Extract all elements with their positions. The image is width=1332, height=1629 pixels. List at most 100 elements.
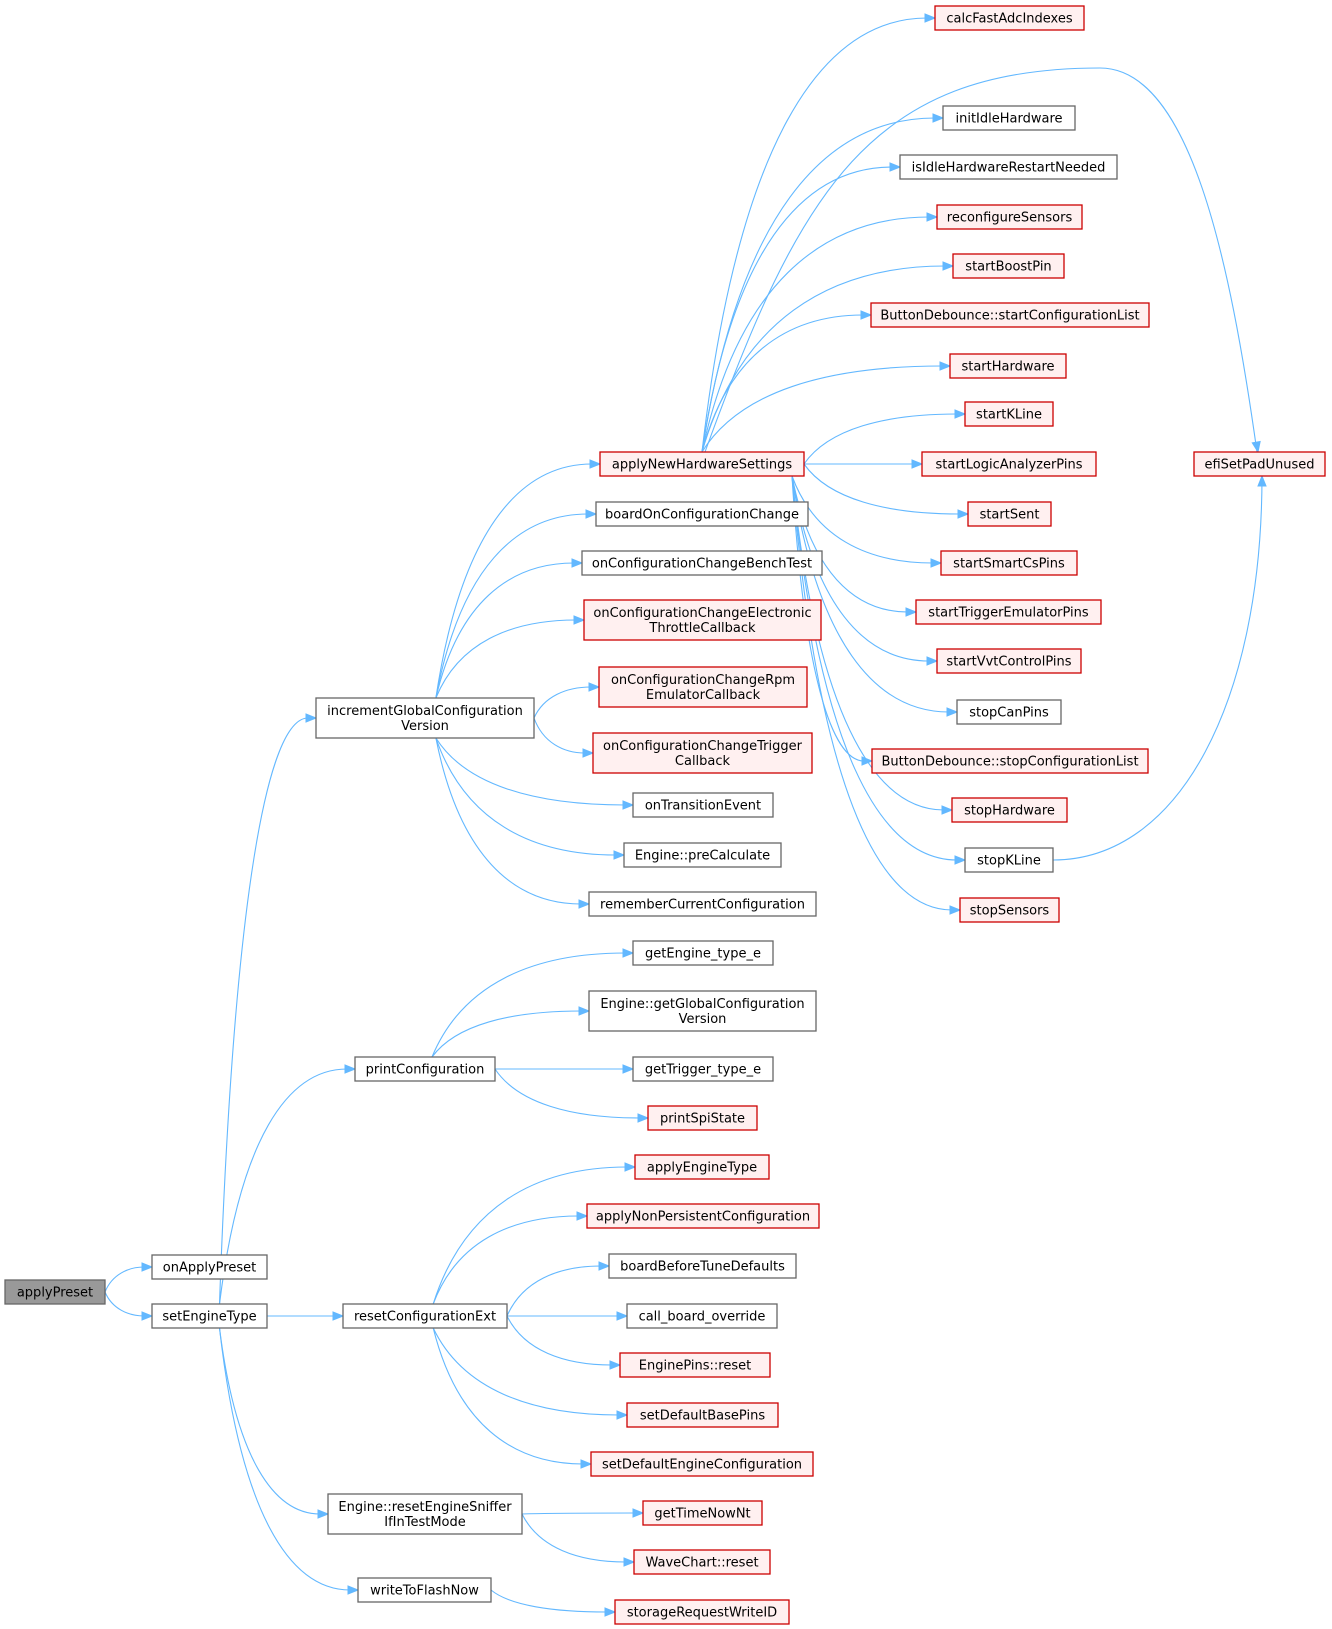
node-label: resetConfigurationExt xyxy=(354,1310,496,1325)
node-label: WaveChart::reset xyxy=(645,1556,758,1571)
node-label: startVvtControlPins xyxy=(946,655,1071,670)
node-call_board_override[interactable]: call_board_override xyxy=(626,1303,778,1329)
edge-resetEngineSnifferIfInTestMode-to-WaveChartReset xyxy=(521,1513,636,1567)
edge-stopKLine-to-efiSetPadUnused xyxy=(1052,474,1267,861)
node-stopHardware[interactable]: stopHardware xyxy=(951,797,1068,823)
node-label: storageRequestWriteID xyxy=(627,1606,777,1621)
node-applyPreset[interactable]: applyPreset xyxy=(4,1279,106,1305)
call-graph-nodes: applyPreset onApplyPreset setEngineType inc… xyxy=(4,5,1326,1625)
edge-resetConfigurationExt-to-call_board_override xyxy=(507,1311,629,1321)
node-startSmartCsPins[interactable]: startSmartCsPins xyxy=(940,550,1078,576)
edge-applyNewHardwareSettings-to-stopSensors xyxy=(791,475,962,915)
edge-applyNewHardwareSettings-to-startHardware xyxy=(701,361,952,453)
edge-setEngineType-to-writeToFlashNow xyxy=(218,1327,360,1595)
node-setDefaultEngineConfiguration[interactable]: setDefaultEngineConfiguration xyxy=(590,1451,814,1477)
node-efiSetPadUnused[interactable]: efiSetPadUnused xyxy=(1193,451,1326,477)
node-getTimeNowNt[interactable]: getTimeNowNt xyxy=(642,1500,763,1526)
edge-applyNewHardwareSettings-to-isIdleHardwareRestartNeeded xyxy=(701,162,902,453)
node-boardBeforeTuneDefaults[interactable]: boardBeforeTuneDefaults xyxy=(608,1253,797,1279)
node-rememberCurrentConfiguration[interactable]: rememberCurrentConfiguration xyxy=(588,891,817,917)
node-boardOnConfigurationChange[interactable]: boardOnConfigurationChange xyxy=(595,501,809,527)
node-getEngine_type_e[interactable]: getEngine_type_e xyxy=(632,940,774,966)
node-label: EnginePins::reset xyxy=(639,1359,751,1374)
node-EnginePinsReset[interactable]: EnginePins::reset xyxy=(619,1352,771,1378)
edge-applyNewHardwareSettings-to-reconfigureSensors xyxy=(701,212,939,453)
node-onConfigurationChangeElectronicThrottleCallback[interactable]: onConfigurationChangeElectronicThrottleC… xyxy=(583,599,822,641)
node-startBoostPin[interactable]: startBoostPin xyxy=(952,253,1065,279)
node-label: isIdleHardwareRestartNeeded xyxy=(912,161,1106,176)
node-setDefaultBasePins[interactable]: setDefaultBasePins xyxy=(626,1402,779,1428)
node-applyNonPersistentConfiguration[interactable]: applyNonPersistentConfiguration xyxy=(586,1203,820,1229)
edge-printConfiguration-to-getGlobalConfigurationVersion xyxy=(431,1006,591,1058)
node-label: startSent xyxy=(980,508,1040,523)
edge-setEngineType-to-printConfiguration xyxy=(218,1064,357,1305)
edge-resetConfigurationExt-to-setDefaultBasePins xyxy=(432,1327,629,1420)
node-label: Engine::resetEngineSniffer xyxy=(338,1500,512,1515)
node-label: startKLine xyxy=(976,408,1042,423)
node-onTransitionEvent[interactable]: onTransitionEvent xyxy=(632,792,774,818)
node-calcFastAdcIndexes[interactable]: calcFastAdcIndexes xyxy=(934,5,1085,31)
node-label: ButtonDebounce::startConfigurationList xyxy=(880,309,1139,324)
node-resetConfigurationExt[interactable]: resetConfigurationExt xyxy=(342,1303,508,1329)
node-printSpiState[interactable]: printSpiState xyxy=(647,1105,758,1131)
node-label: rememberCurrentConfiguration xyxy=(600,898,805,913)
node-getTrigger_type_e[interactable]: getTrigger_type_e xyxy=(632,1056,774,1082)
edge-resetConfigurationExt-to-setDefaultEngineConfiguration xyxy=(432,1327,593,1469)
node-label: Version xyxy=(401,719,449,734)
node-label: getEngine_type_e xyxy=(645,947,761,962)
node-startVvtControlPins[interactable]: startVvtControlPins xyxy=(936,648,1082,674)
node-writeToFlashNow[interactable]: writeToFlashNow xyxy=(357,1577,492,1603)
node-label: boardBeforeTuneDefaults xyxy=(620,1260,785,1275)
node-printConfiguration[interactable]: printConfiguration xyxy=(354,1056,496,1082)
node-applyNewHardwareSettings[interactable]: applyNewHardwareSettings xyxy=(599,451,805,477)
node-label: setEngineType xyxy=(162,1310,256,1325)
edge-incrementGlobalConfigurationVersion-to-onConfigurationChangeElectronicThrottleCallback xyxy=(435,615,586,699)
node-stopKLine[interactable]: stopKLine xyxy=(964,847,1054,873)
node-stopSensors[interactable]: stopSensors xyxy=(959,897,1060,923)
edge-applyNewHardwareSettings-to-efiSetPadUnused xyxy=(704,67,1261,454)
node-label: onConfigurationChangeBenchTest xyxy=(592,557,812,572)
node-label: startTriggerEmulatorPins xyxy=(928,606,1089,621)
edge-resetConfigurationExt-to-EnginePinsReset xyxy=(506,1315,622,1370)
node-label: getTrigger_type_e xyxy=(645,1063,761,1078)
node-reconfigureSensors[interactable]: reconfigureSensors xyxy=(936,204,1083,230)
edge-applyNewHardwareSettings-to-startTriggerEmulatorPins xyxy=(791,475,918,617)
node-label: writeToFlashNow xyxy=(370,1584,479,1599)
node-startConfigurationList[interactable]: ButtonDebounce::startConfigurationList xyxy=(870,302,1150,328)
node-label: stopHardware xyxy=(964,804,1055,819)
edge-printConfiguration-to-getEngine_type_e xyxy=(431,948,635,1058)
node-onApplyPreset[interactable]: onApplyPreset xyxy=(151,1254,268,1280)
edge-incrementGlobalConfigurationVersion-to-onTransitionEvent xyxy=(435,737,635,810)
node-stopCanPins[interactable]: stopCanPins xyxy=(956,699,1062,725)
edge-setEngineType-to-resetConfigurationExt xyxy=(267,1311,345,1321)
node-label: onConfigurationChangeTrigger xyxy=(603,739,803,754)
node-onConfigurationChangeBenchTest[interactable]: onConfigurationChangeBenchTest xyxy=(581,550,823,576)
edge-resetConfigurationExt-to-applyNonPersistentConfiguration xyxy=(432,1211,589,1305)
edge-applyNewHardwareSettings-to-startSmartCsPins xyxy=(791,475,943,568)
node-label: incrementGlobalConfiguration xyxy=(327,704,523,719)
node-setEngineType[interactable]: setEngineType xyxy=(151,1303,268,1329)
node-label: Version xyxy=(679,1012,727,1027)
node-initIdleHardware[interactable]: initIdleHardware xyxy=(942,105,1076,131)
edge-resetEngineSnifferIfInTestMode-to-getTimeNowNt xyxy=(521,1508,645,1518)
node-startHardware[interactable]: startHardware xyxy=(949,353,1067,379)
node-startKLine[interactable]: startKLine xyxy=(964,401,1054,427)
node-startSent[interactable]: startSent xyxy=(967,501,1052,527)
node-WaveChartReset[interactable]: WaveChart::reset xyxy=(633,1549,771,1575)
node-startTriggerEmulatorPins[interactable]: startTriggerEmulatorPins xyxy=(915,599,1102,625)
node-storageRequestWriteID[interactable]: storageRequestWriteID xyxy=(614,1599,790,1625)
node-applyEngineType[interactable]: applyEngineType xyxy=(634,1154,770,1180)
edge-applyNewHardwareSettings-to-startLogicAnalyzerPins xyxy=(803,459,924,469)
node-startLogicAnalyzerPins[interactable]: startLogicAnalyzerPins xyxy=(921,451,1097,477)
edge-incrementGlobalConfigurationVersion-to-rememberCurrentConfiguration xyxy=(435,737,591,909)
node-isIdleHardwareRestartNeeded[interactable]: isIdleHardwareRestartNeeded xyxy=(899,154,1118,180)
node-preCalculate[interactable]: Engine::preCalculate xyxy=(623,842,782,868)
node-label: stopKLine xyxy=(977,854,1041,869)
edge-resetConfigurationExt-to-applyEngineType xyxy=(432,1162,637,1305)
node-stopConfigurationList[interactable]: ButtonDebounce::stopConfigurationList xyxy=(871,748,1149,774)
